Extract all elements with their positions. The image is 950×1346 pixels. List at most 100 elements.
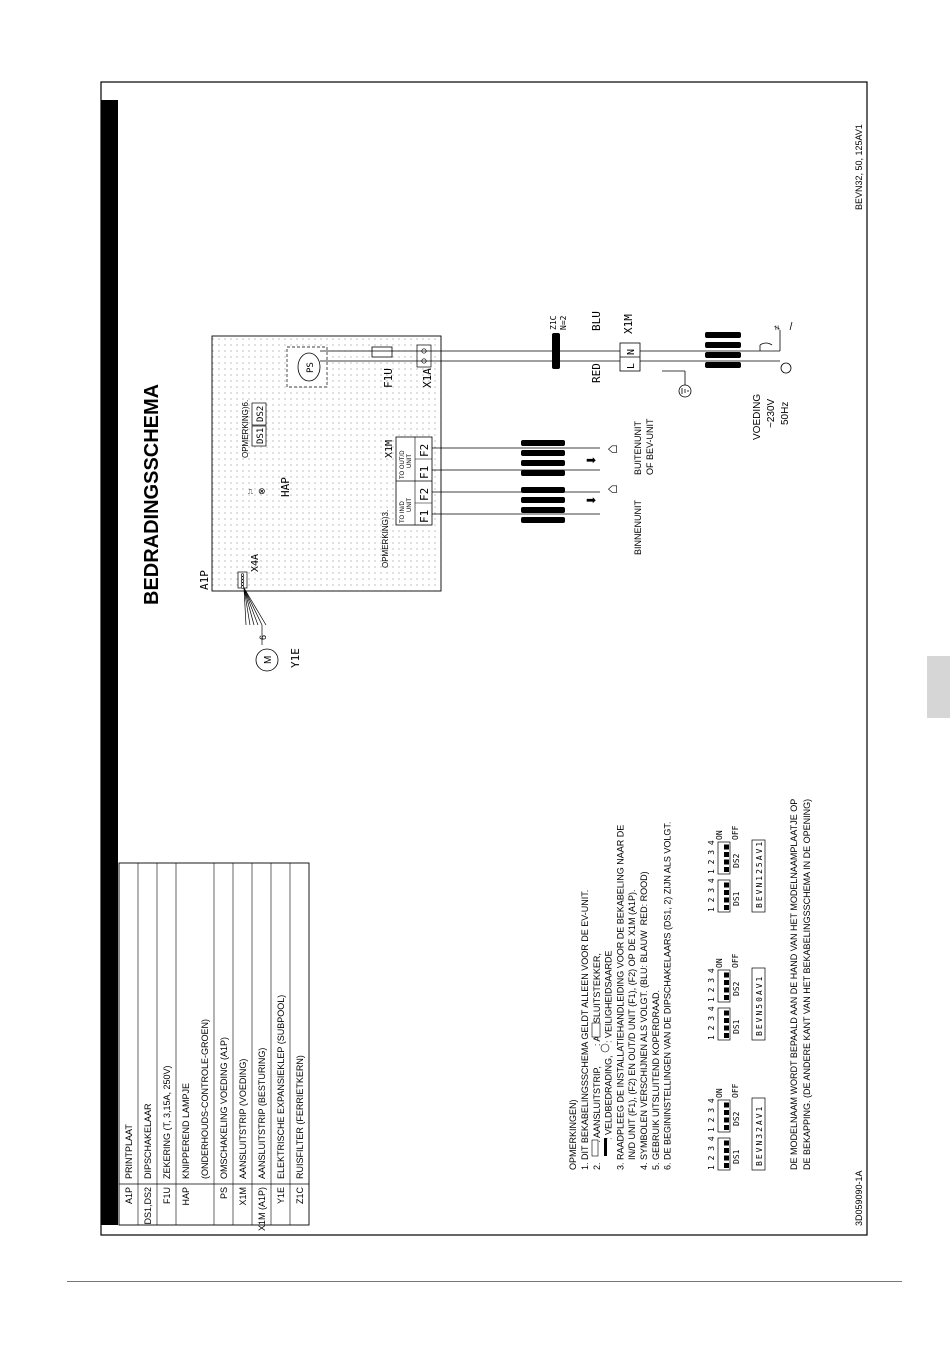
footer-divider [67, 1281, 902, 1282]
z1c-ferrite [552, 333, 560, 369]
blu-label: BLU [590, 311, 603, 331]
dip-lever [724, 1010, 729, 1016]
legend-code: HAP [181, 1187, 191, 1206]
legend-description: DIPSCHAKELAAR [143, 1103, 153, 1179]
supply-switch-icon: ≠ [772, 325, 782, 330]
ds2-caption: DS2 [732, 853, 741, 868]
dip-numbers: 1 2 3 4 [707, 1006, 716, 1040]
page-title: BEDRADINGSSCHEMA [141, 384, 163, 605]
terminal-strip-icon [591, 1139, 599, 1157]
in-f1-label: F1 [418, 510, 431, 523]
dip-numbers: 1 2 3 4 [707, 878, 716, 912]
legend-description: OMSCHAKELING VOEDING (A1P) [219, 1037, 229, 1179]
dip-lever [724, 1025, 729, 1031]
legend-code: Y1E [276, 1187, 286, 1204]
outdoor-house-icon: ⌂ [604, 444, 621, 454]
dip-lever [724, 1148, 729, 1153]
z1c-n-label: N=2 [559, 315, 568, 330]
dip-lever [724, 882, 729, 888]
note-line: 4. SYMBOLEN VERSCHIJNEN ALS VOLGT. (BLU:… [639, 871, 649, 1170]
ds1-label: DS1 [256, 428, 266, 444]
dip-switch-block [717, 969, 731, 1003]
voeding-voltage: ~230V [766, 398, 777, 428]
ds2-box [251, 402, 267, 426]
legend-description: AANSLUITSTRIP (BESTURING) [257, 1048, 267, 1179]
dip-numbers: 1 2 3 4 [707, 968, 716, 1002]
x1a-terminal [416, 344, 432, 368]
voeding-label: VOEDING [752, 394, 763, 440]
dip-switch-block [717, 1007, 731, 1041]
legend-description: ELEKTRISCHE EXPANSIEKLEP (SUBPOOL) [276, 995, 286, 1179]
dip-lever [724, 1125, 729, 1130]
terminal-l-label: L [626, 363, 637, 369]
out-f1-label: F1 [418, 466, 431, 479]
note-line: IN/D UNIT (F1), (F2) EN OUT/D UNIT (F1),… [627, 889, 637, 1170]
legend-code: X1M [238, 1187, 248, 1206]
notes-heading: OPMERKINGEN) [568, 1099, 578, 1170]
ds1-box [251, 425, 267, 447]
dip-lever [724, 987, 729, 993]
legend-code: PS [219, 1187, 229, 1199]
dip-lever [724, 1018, 729, 1023]
model-name: BEVN125AV1 [755, 840, 764, 908]
x1m-ctrl-label: X1M [384, 440, 395, 458]
model-note-2: DE BEKAPPING. (DE ANDERE KANT VAN HET BE… [802, 799, 812, 1170]
dip-lever [724, 972, 729, 978]
indoor-house-icon: ⌂ [604, 484, 621, 494]
binnenunit-label: BINNENUNIT [633, 499, 643, 555]
dip-lever [724, 980, 729, 985]
dip-lever [724, 852, 729, 857]
ds2-caption: DS2 [732, 981, 741, 996]
dip-switch-block [717, 1099, 731, 1133]
to-in-d-label: TO IN/D [400, 500, 406, 523]
dip-switch-block [717, 841, 731, 875]
wire-count-label: 6 [258, 635, 268, 640]
dip-lever [724, 1155, 729, 1161]
field-ferrite-out [521, 440, 565, 476]
dip-off-label: OFF [731, 825, 740, 840]
wiring-diagram: A1P X4A ⊗ HAP ⎍ OPMERKING)6. DS1 DS2 OPM… [198, 311, 793, 672]
legend-code: Z1C [295, 1187, 305, 1205]
dip-lever [724, 995, 729, 1000]
field-wiring-icon [604, 1138, 607, 1156]
ds1-caption: DS1 [732, 1149, 741, 1164]
dip-on-label: ON [715, 830, 724, 840]
board-label: A1P [198, 570, 211, 590]
section-tab [927, 656, 950, 718]
dip-switch-block [717, 879, 731, 913]
x1a-label: X1A [421, 368, 434, 388]
model-box [751, 1097, 766, 1171]
dip-lever [724, 1163, 729, 1168]
doc-id: 3D059090-1A [854, 1170, 864, 1226]
legend-code: A1P [124, 1187, 134, 1204]
connector-icon [591, 1022, 601, 1038]
dip-lever [724, 905, 729, 910]
dip-switch-block [717, 1137, 731, 1171]
dip-on-label: ON [715, 958, 724, 968]
dip-on-label: ON [715, 1088, 724, 1098]
x1m-power-label: X1M [622, 314, 635, 334]
ds2-label: DS2 [256, 406, 266, 422]
ps-relay [297, 352, 321, 382]
dip-off-label: OFF [731, 1083, 740, 1098]
legend-code: F1U [162, 1187, 172, 1204]
field-ferrite-in [521, 487, 565, 523]
ds2-caption: DS2 [732, 1111, 741, 1126]
dip-lever [724, 1033, 729, 1038]
x4a-label: X4A [250, 554, 261, 572]
dip-off-label: OFF [731, 953, 740, 968]
model-box [751, 967, 766, 1041]
model-range: BEVN32, 50, 125AV1 [854, 124, 864, 210]
note-line: 5. GEBRUIK UITSLUITEND KOPERDRAAD. [651, 990, 661, 1170]
ds1-caption: DS1 [732, 891, 741, 906]
protective-earth-icon [600, 1043, 610, 1053]
dip-lever [724, 1102, 729, 1108]
legend-description: PRINTPLAAT [124, 1124, 134, 1179]
in-f2-label: F2 [418, 488, 431, 501]
legend-code: DS1,DS2 [143, 1187, 153, 1225]
legend-description: ZEKERING (T, 3,15A, 250V) [162, 1065, 172, 1179]
title-bar [101, 100, 118, 1225]
